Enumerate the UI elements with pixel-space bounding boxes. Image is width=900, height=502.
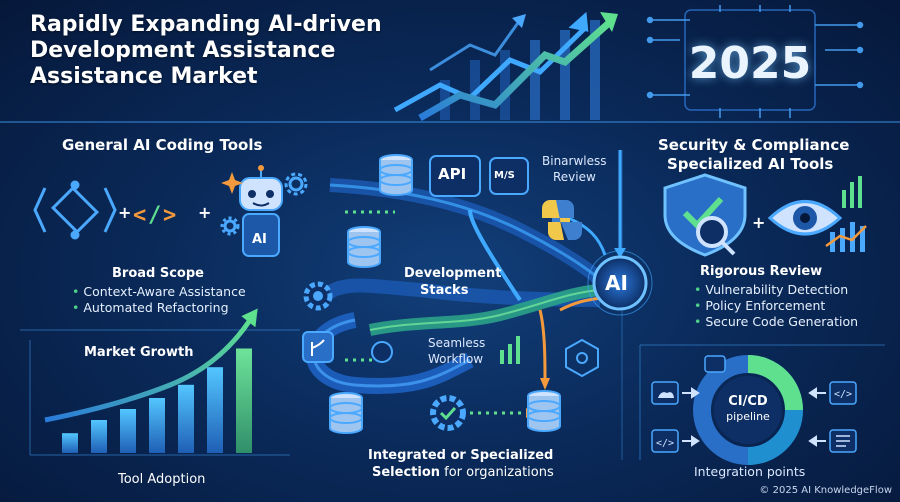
gear-icon: [220, 172, 308, 236]
broad-scope-heading: Broad Scope: [112, 266, 204, 281]
year-label: 2025: [688, 38, 812, 89]
svg-text:>: >: [163, 203, 176, 228]
robot-label: AI: [252, 232, 267, 247]
market-bar: [91, 420, 107, 453]
svg-text:+: +: [198, 203, 211, 222]
general-tools-heading: General AI Coding Tools: [62, 136, 263, 154]
general-bullet-1: •Context-Aware Assistance: [72, 284, 246, 299]
security-heading-2: Specialized AI Tools: [667, 155, 834, 173]
pipeline-label: pipeline: [726, 410, 770, 423]
market-bar: [62, 433, 78, 453]
security-bullet-3: •Secure Code Generation: [694, 314, 859, 329]
api-box: [429, 155, 481, 197]
branch-icon: [302, 331, 334, 363]
svg-text:+: +: [752, 213, 765, 232]
workflow-label-2: Workflow: [428, 352, 484, 366]
code-tag-icon: < / >: [133, 203, 176, 228]
svg-text:/: /: [148, 203, 161, 228]
title-line-2: Development Assistance: [30, 38, 336, 63]
integration-points-label: Integration points: [694, 464, 806, 479]
svg-text:</>: </>: [656, 438, 674, 449]
rigorous-review-heading: Rigorous Review: [700, 264, 823, 279]
database-icon: [329, 154, 561, 434]
svg-text:+: +: [118, 203, 131, 222]
cube-icon: [565, 338, 599, 378]
market-bar: [120, 409, 136, 453]
security-bullet-2: •Policy Enforcement: [694, 298, 826, 313]
ms-box: [489, 157, 529, 195]
eye-icon: [767, 200, 843, 236]
general-bullet-2: •Automated Refactoring: [72, 300, 229, 315]
api-label: API: [438, 165, 467, 183]
circuit-panel: [646, 5, 864, 118]
market-growth-heading: Market Growth: [84, 345, 194, 360]
market-bar: [149, 398, 165, 453]
ms-label: M/S: [494, 170, 515, 181]
ai-hub-label: AI: [605, 271, 628, 295]
integrated-label-2: Selection for organizations: [372, 465, 554, 480]
dev-stacks-label-2: Stacks: [420, 283, 469, 298]
sparkle-icon: [221, 172, 243, 194]
workflow-label-1: Seamless: [428, 336, 486, 350]
market-growth-chart: [44, 308, 258, 453]
binarwless-label-1: Binarwless: [542, 154, 607, 168]
security-bars-icon: [825, 176, 867, 252]
magnifier-icon: [696, 216, 736, 256]
market-bar: [178, 384, 194, 453]
python-icon: [542, 200, 582, 240]
svg-text:</>: </>: [834, 389, 852, 400]
binarwless-label-2: Review: [553, 170, 596, 184]
copyright-footer: © 2025 AI KnowledgeFlow: [759, 485, 892, 496]
gear-icon: [303, 281, 466, 431]
svg-text:<: <: [133, 203, 146, 228]
title-line-1: Rapidly Expanding AI-driven: [30, 12, 382, 37]
security-bullet-1: •Vulnerability Detection: [694, 282, 849, 297]
title-line-3: Assistance Market: [30, 64, 258, 89]
ai-hub: [592, 255, 648, 311]
robot-icon: [239, 165, 283, 257]
market-bar: [207, 367, 223, 453]
growth-arrows-graphic: [393, 11, 618, 122]
cicd-label: CI/CD: [728, 394, 768, 409]
dev-stacks-label-1: Development: [404, 266, 502, 281]
integrated-label-1: Integrated or Specialized: [368, 448, 554, 463]
cicd-ring: [693, 355, 803, 465]
security-heading-1: Security & Compliance: [658, 136, 850, 154]
tool-adoption-label: Tool Adoption: [118, 472, 206, 487]
market-bar: [236, 348, 252, 453]
code-brackets-icon: [33, 180, 117, 240]
